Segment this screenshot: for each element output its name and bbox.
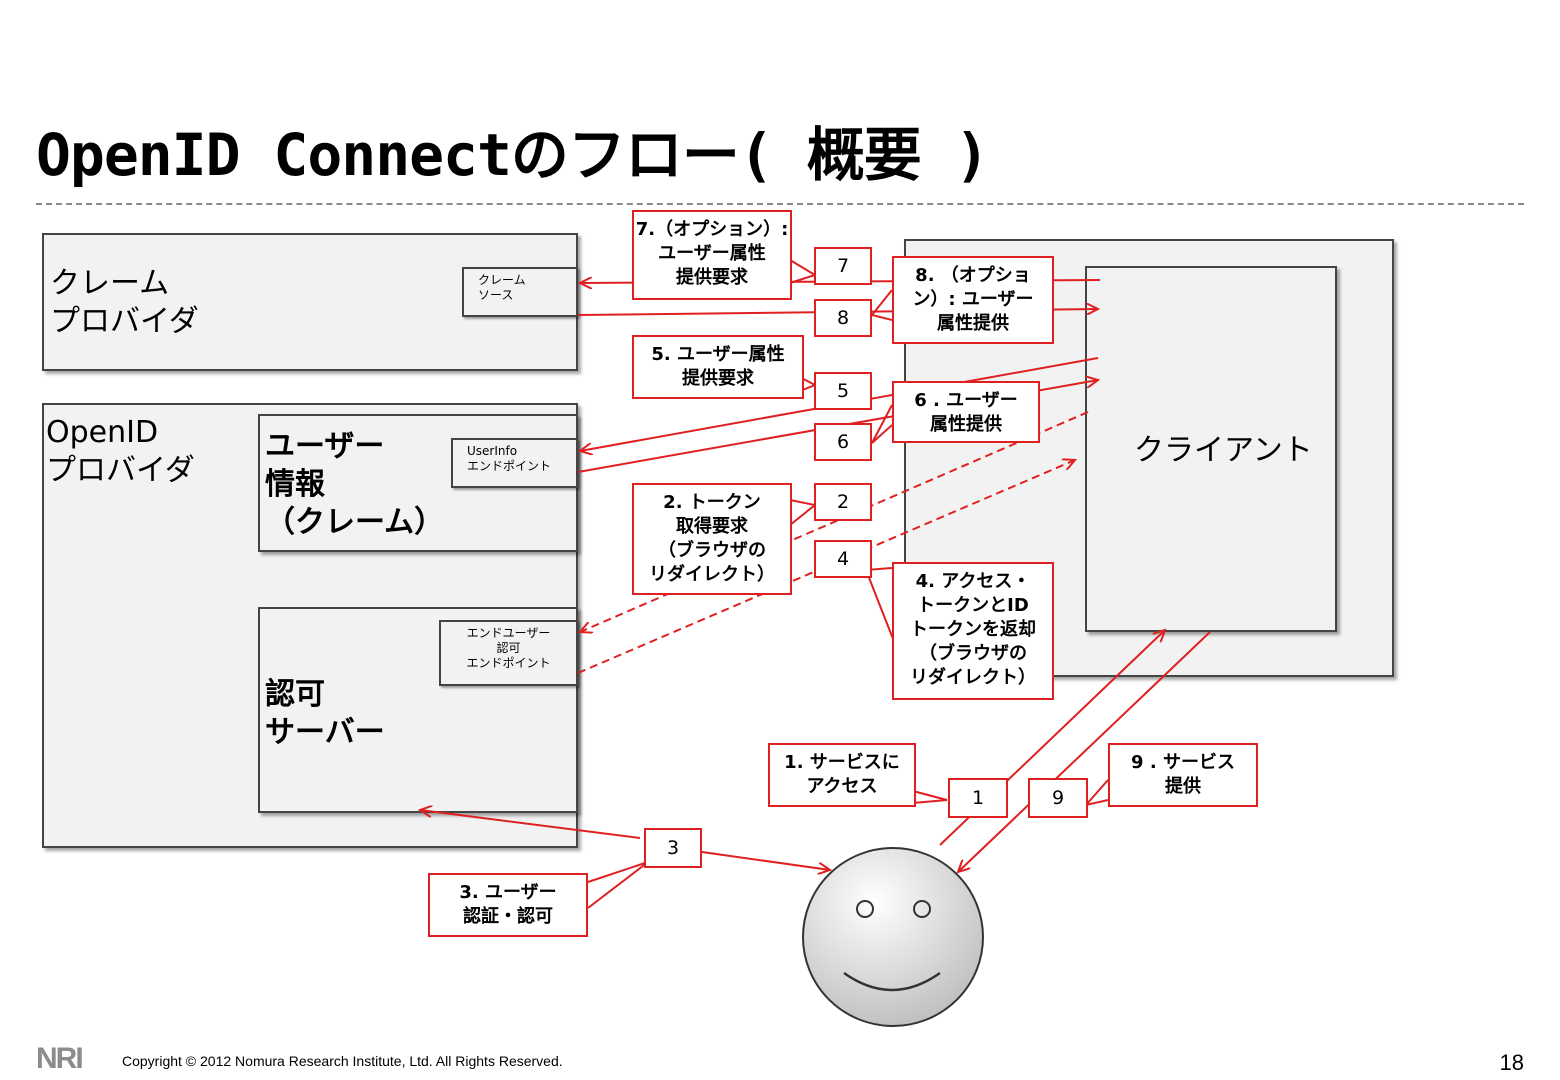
- client-box: [1085, 266, 1337, 632]
- userinfo-box: [258, 414, 578, 552]
- page-title: OpenID Connectのフロー( 概要 ): [36, 121, 990, 189]
- copyright-text: Copyright © 2012 Nomura Research Institu…: [122, 1053, 563, 1069]
- userinfo-label: ユーザー 情報 （クレーム）: [265, 429, 445, 540]
- openid-provider-label: OpenID プロバイダ: [46, 415, 195, 488]
- step-number-4: 4: [814, 540, 872, 578]
- user-smiley-icon: [802, 847, 984, 1027]
- callout-step-4: 4. アクセス・ トークンとID トークンを返却 （ブラウザの リダイレクト）: [892, 562, 1054, 700]
- callout-step-9: 9 . サービス 提供: [1108, 743, 1258, 807]
- claim-provider-label: クレーム プロバイダ: [50, 266, 199, 339]
- callout-step-1: 1. サービスに アクセス: [768, 743, 916, 807]
- callout-step-6: 6 . ユーザー 属性提供: [892, 381, 1040, 443]
- callout-step-2: 2. トークン 取得要求 （ブラウザの リダイレクト）: [632, 483, 792, 595]
- claim-source-box: クレーム ソース: [462, 267, 578, 317]
- client-label: クライアント: [1134, 433, 1313, 468]
- title-divider: [36, 203, 1524, 205]
- step-number-5: 5: [814, 372, 872, 410]
- callout-step-7: 7.（オプション）: ユーザー属性 提供要求: [632, 210, 792, 300]
- auth-endpoint-box: エンドユーザー 認可 エンドポイント: [439, 620, 578, 686]
- step-number-7: 7: [814, 247, 872, 285]
- callout-step-5: 5. ユーザー属性 提供要求: [632, 335, 804, 399]
- page-number: 18: [1499, 1050, 1524, 1075]
- step-number-9: 9: [1028, 778, 1088, 818]
- callout-step-3: 3. ユーザー 認証・認可: [428, 873, 588, 937]
- step-number-2: 2: [814, 483, 872, 521]
- step-number-1: 1: [948, 778, 1008, 818]
- step-number-8: 8: [814, 299, 872, 337]
- step-number-3: 3: [644, 828, 702, 868]
- nri-logo: NRI: [36, 1042, 84, 1075]
- auth-server-label: 認可 サーバー: [265, 677, 385, 750]
- userinfo-endpoint-box: UserInfo エンドポイント: [451, 438, 578, 488]
- callout-step-8: 8. （オプショ ン）: ユーザー 属性提供: [892, 256, 1054, 344]
- step-number-6: 6: [814, 423, 872, 461]
